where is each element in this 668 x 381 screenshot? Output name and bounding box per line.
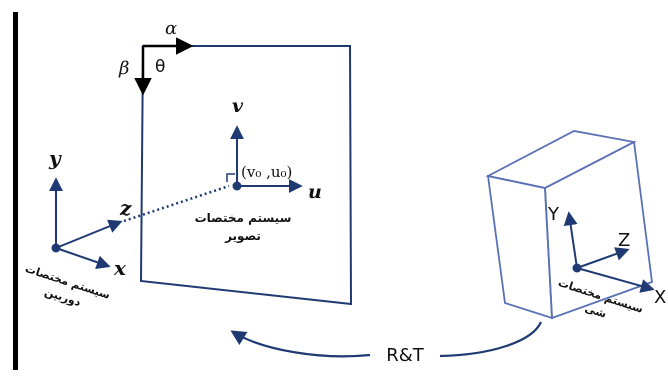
object-z-axis [576,247,630,269]
right-angle-mark [226,173,235,182]
camera-y-label: y [48,146,62,170]
alpha-label: α [165,18,177,39]
image-plane: α β θ v u (v₀ ,u₀) سیستم مختصات تصویر [118,18,353,306]
v-axis-label: v [232,95,244,117]
transform-arrow-left [230,330,371,358]
image-frame-caption-line1: سیستم مختصات [195,211,292,225]
camera-x-label: x [113,256,127,280]
left-border-bar [13,12,18,370]
optical-axis-dotted [123,184,230,223]
camera-z-axis [55,219,123,249]
cube-left-face [486,174,553,320]
object-y-axis [563,211,578,269]
object-frame-caption-line2: شی [583,302,608,321]
object-y-label: Y [547,204,560,225]
camera-origin-dot [51,243,61,253]
theta-label: θ [155,57,165,77]
transform-arrow-group: R&T [230,321,543,366]
image-frame-caption-line2: تصویر [224,229,261,244]
transform-label: R&T [386,345,425,366]
camera-z-label: z [119,196,132,220]
camera-frame: y z x سیستم مختصات دوربین [23,146,230,309]
object-origin-dot [572,263,582,273]
object-x-axis [576,267,655,293]
object-x-label: X [654,287,666,308]
object-z-label: Z [618,230,630,251]
object-cube: Y Z X سیستم مختصات شی [485,130,666,321]
principal-point-label: (v₀ ,u₀) [241,163,292,181]
u-axis-label: u [308,181,322,203]
beta-label: β [118,58,129,79]
principal-point-dot [232,181,242,191]
camera-x-axis [55,247,111,269]
image-plane-outline [139,45,353,306]
transform-arrow-right [439,321,543,358]
